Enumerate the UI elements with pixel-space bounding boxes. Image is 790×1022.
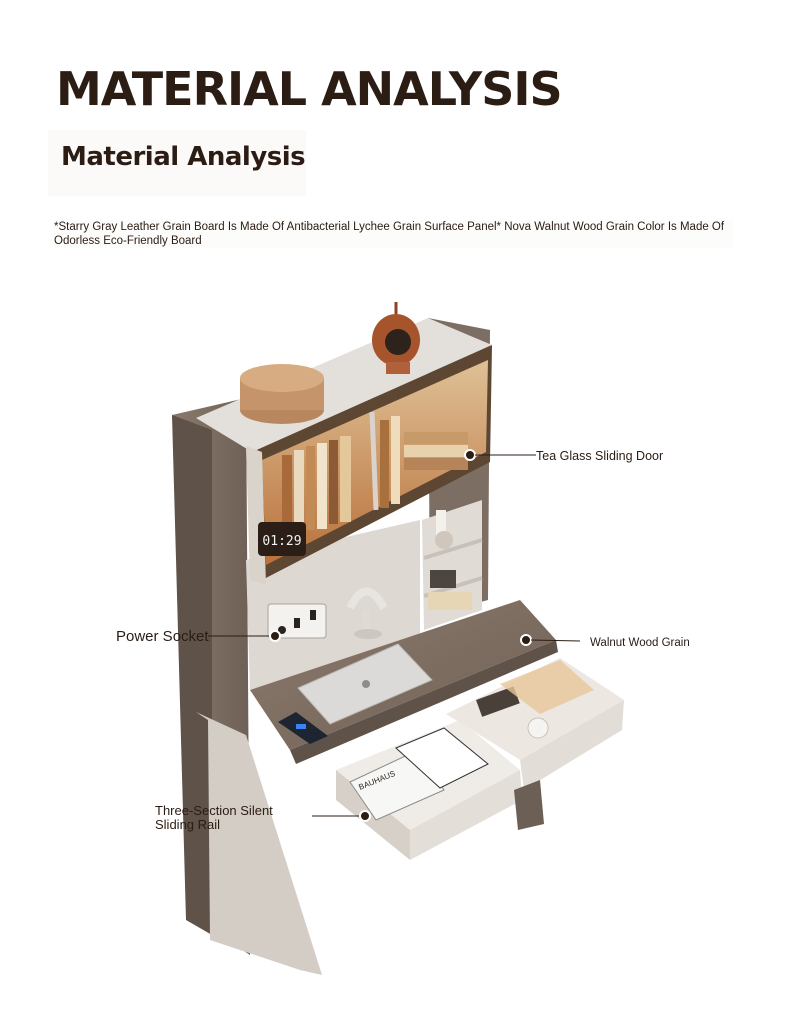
material-description: *Starry Gray Leather Grain Board Is Made…	[54, 220, 734, 248]
svg-text:Sliding Rail: Sliding Rail	[155, 817, 220, 832]
left-drawer: BAUHAUS	[336, 720, 522, 860]
section-subtitle: Material Analysis	[48, 130, 306, 196]
books-left	[282, 436, 351, 535]
desk-product-illustration: 01:29	[116, 302, 690, 975]
svg-text:Tea Glass Sliding Door: Tea Glass Sliding Door	[536, 449, 663, 463]
svg-text:Three-Section Silent: Three-Section Silent	[155, 803, 273, 818]
power-socket	[267, 603, 327, 639]
callout-power-socket: Power Socket	[116, 628, 281, 645]
left-side-panel	[172, 398, 322, 975]
callout-walnut: Walnut Wood Grain	[520, 634, 690, 649]
side-shelves	[422, 500, 483, 630]
digital-clock: 01:29	[258, 522, 306, 556]
page-title: MATERIAL ANALYSIS	[56, 62, 563, 116]
svg-text:Power Socket: Power Socket	[116, 628, 209, 645]
svg-text:01:29: 01:29	[262, 534, 301, 549]
astronaut-figure	[372, 302, 420, 374]
headphone-stand	[346, 587, 388, 639]
callout-sliding-rail: Three-Section Silent Sliding Rail	[155, 803, 371, 832]
laptop	[297, 643, 433, 725]
right-desk-leg	[514, 780, 544, 830]
callout-tea-glass: Tea Glass Sliding Door	[464, 449, 663, 463]
phone	[278, 712, 328, 744]
svg-text:Walnut Wood Grain: Walnut Wood Grain	[590, 637, 690, 649]
right-drawer	[446, 658, 624, 790]
books-right	[380, 416, 468, 508]
round-box-decor	[240, 364, 324, 424]
